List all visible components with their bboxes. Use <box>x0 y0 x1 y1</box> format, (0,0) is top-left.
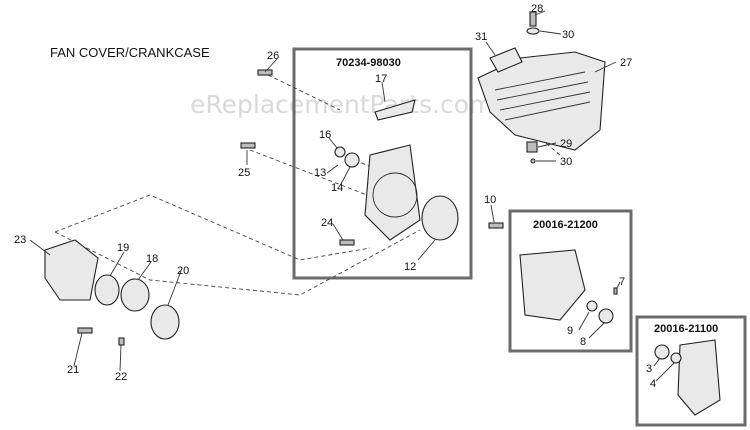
callout-4: 4 <box>650 378 656 390</box>
part-21-shape <box>118 337 125 346</box>
left-assembly-parts <box>44 69 504 346</box>
callout-27: 28 <box>531 3 543 15</box>
callout-24: 25 <box>238 167 250 179</box>
crankcase-half-part <box>334 99 459 246</box>
screw-27-shape <box>529 11 537 27</box>
crankcase-21100-part <box>654 339 721 416</box>
kit-box-70234-98030: 70234-98030 <box>292 47 473 280</box>
bolt-20-shape <box>77 327 93 334</box>
callout-13: 13 <box>314 167 326 179</box>
callout-20: 21 <box>67 364 79 376</box>
callout-8: 8 <box>580 336 586 348</box>
flywheel-12-shape <box>421 195 459 241</box>
callout-15: 16 <box>319 129 331 141</box>
callout-22: 23 <box>14 234 26 246</box>
callout-26: 27 <box>620 57 632 69</box>
kit-label-20016-21200: 20016-21200 <box>533 219 598 231</box>
bolt-25-shape <box>257 69 273 76</box>
bearing-3-shape <box>654 344 670 360</box>
bearing-8-shape <box>598 308 614 324</box>
kit-label-70234-98030: 70234-98030 <box>336 57 401 69</box>
bearing-14-shape <box>344 152 360 168</box>
callout-29: 30 <box>560 156 572 168</box>
nut-28-shape <box>526 141 538 153</box>
part-29-shape <box>530 158 536 164</box>
callout-9: 9 <box>567 325 573 337</box>
bearing-19-shape <box>150 304 180 340</box>
bolt-24-shape <box>240 142 256 149</box>
kit-box-20016-21200: 20016-21200 <box>508 209 633 353</box>
callout-17: 18 <box>146 253 158 265</box>
callout-7: 7 <box>619 276 625 288</box>
seal-9-shape <box>586 300 598 312</box>
callout-leaders <box>29 10 675 382</box>
callout-23: 24 <box>321 217 333 229</box>
callout-19: 20 <box>177 265 189 277</box>
callout-3: 3 <box>646 363 652 375</box>
callout-18: 19 <box>117 242 129 254</box>
callout-12: 12 <box>404 261 416 273</box>
seal-4-shape <box>670 352 682 364</box>
bracket-16-shape <box>374 99 416 121</box>
callout-28: 29 <box>560 138 572 150</box>
clutch-17-shape <box>120 278 150 312</box>
bolt-23-shape <box>339 239 355 246</box>
seal-15-shape <box>334 146 346 158</box>
diagram-title: FAN COVER/CRANKCASE <box>50 45 210 60</box>
washer-30-shape <box>526 27 540 35</box>
fan-cover-part <box>477 11 606 164</box>
callout-21: 22 <box>115 371 127 383</box>
callout-16: 17 <box>375 73 387 85</box>
kit-label-20016-21100: 20016-21100 <box>654 323 718 335</box>
callout-numbers: 28 30 31 27 29 30 26 25 17 16 13 14 24 1… <box>14 3 656 390</box>
bolt-10-shape <box>488 222 504 229</box>
housing-22-shape <box>44 239 99 301</box>
crankcase-21200-part <box>519 249 618 324</box>
callout-10: 10 <box>484 194 496 206</box>
pin-7-shape <box>613 287 618 295</box>
kit-box-20016-21100: 20016-21100 <box>635 315 747 427</box>
callout-31: 31 <box>475 31 487 43</box>
callout-30: 30 <box>562 29 574 41</box>
ring-18-shape <box>94 274 120 306</box>
watermark-text: eReplacementParts.com <box>190 90 493 119</box>
callout-14: 14 <box>331 182 343 194</box>
callout-25: 26 <box>267 50 279 62</box>
gasket-31-shape <box>489 47 523 73</box>
